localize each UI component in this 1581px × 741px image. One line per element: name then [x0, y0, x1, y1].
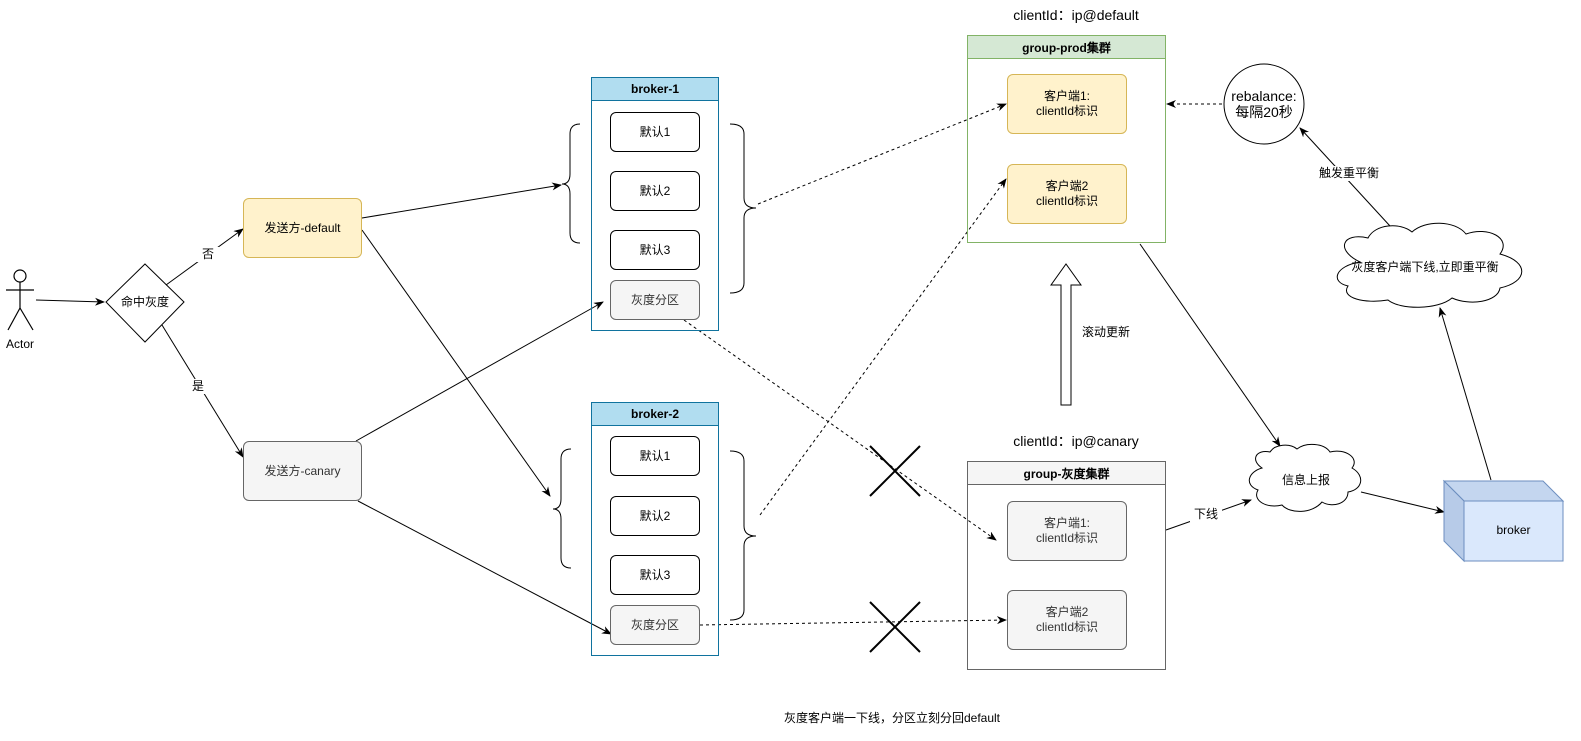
rolling-update-arrow — [1050, 263, 1082, 406]
prod-client-2: 客户端2 clientId标识 — [1007, 164, 1127, 224]
arrow-canary-to-broker1-gray — [355, 301, 604, 442]
broker-1-partition-gray: 灰度分区 — [610, 280, 700, 320]
footer-note: 灰度客户端一下线，分区立刻分回default — [783, 711, 1001, 725]
arrow-actor-to-decision — [35, 297, 105, 306]
canary-client-2: 客户端2 clientId标识 — [1007, 590, 1127, 650]
broker-cube — [1442, 479, 1565, 563]
actor-label: Actor — [5, 337, 34, 351]
offline-label: 下线 — [1190, 507, 1222, 522]
arrow-broker-to-cloud — [1438, 307, 1492, 481]
canary-client-1: 客户端1: clientId标识 — [1007, 501, 1127, 561]
x-mark-upper — [869, 445, 921, 497]
rebalance-circle — [1223, 63, 1305, 145]
dashed-broker1-gray-to-canary-client1 — [683, 319, 997, 541]
canary-client-id-caption: clientId：ip@canary — [1013, 433, 1139, 449]
broker-1-title: broker-1 — [592, 78, 718, 101]
broker-2-title: broker-2 — [592, 403, 718, 426]
canary-group-title: group-灰度集群 — [968, 462, 1165, 485]
arrow-default-to-broker1 — [361, 182, 562, 219]
cloud-report — [1248, 444, 1362, 512]
broker-1-partition-default-1: 默认1 — [610, 112, 700, 152]
broker-1-partition-default-2: 默认2 — [610, 171, 700, 211]
prod-client-1: 客户端1: clientId标识 — [1007, 74, 1127, 134]
cloud-report-label: 信息上报 — [1281, 473, 1330, 487]
arrow-default-to-broker2 — [361, 229, 551, 497]
rebalance-label: rebalance: 每隔20秒 — [1231, 88, 1297, 120]
broker-2-container: broker-2 — [591, 402, 719, 656]
broker-2-partition-default-1: 默认1 — [610, 436, 700, 476]
broker-1-container: broker-1 — [591, 77, 719, 331]
brace-broker1-right — [729, 123, 757, 294]
rolling-update-label: 滚动更新 — [1081, 325, 1130, 339]
broker-1-partition-default-3: 默认3 — [610, 230, 700, 270]
x-mark-lower — [869, 601, 921, 653]
sender-default: 发送方-default — [243, 198, 362, 258]
decision-yes-label: 是 — [186, 379, 210, 394]
dashed-broker2-gray-to-canary-client2 — [699, 616, 1007, 626]
prod-group-container: group-prod集群 — [967, 35, 1166, 243]
prod-group-title: group-prod集群 — [968, 36, 1165, 59]
brace-broker1-left — [561, 123, 581, 244]
canary-group-container: group-灰度集群 — [967, 461, 1166, 670]
broker-2-partition-default-3: 默认3 — [610, 555, 700, 595]
arrow-prod-to-report — [1139, 243, 1281, 447]
cloud-offline-label: 灰度客户端下线,立即重平衡 — [1351, 260, 1499, 274]
dashed-broker1-to-prod-client1 — [757, 103, 1007, 205]
broker-2-partition-gray: 灰度分区 — [610, 605, 700, 645]
brace-broker2-right — [729, 450, 757, 621]
broker-cube-label: broker — [1496, 523, 1531, 537]
arrow-canary-to-broker2-gray — [357, 500, 612, 635]
actor-figure — [6, 269, 34, 331]
decision-no-label: 否 — [196, 247, 220, 262]
arrow-report-to-broker — [1360, 491, 1445, 514]
trigger-rebalance-label: 触发重平衡 — [1312, 166, 1386, 181]
decision-label: 命中灰度 — [120, 295, 169, 309]
cloud-offline — [1336, 222, 1523, 308]
broker-2-partition-default-2: 默认2 — [610, 496, 700, 536]
sender-canary: 发送方-canary — [243, 441, 362, 501]
brace-broker2-left — [552, 448, 572, 569]
decision-diamond — [105, 263, 185, 343]
prod-client-id-caption: clientId：ip@default — [1013, 7, 1139, 23]
